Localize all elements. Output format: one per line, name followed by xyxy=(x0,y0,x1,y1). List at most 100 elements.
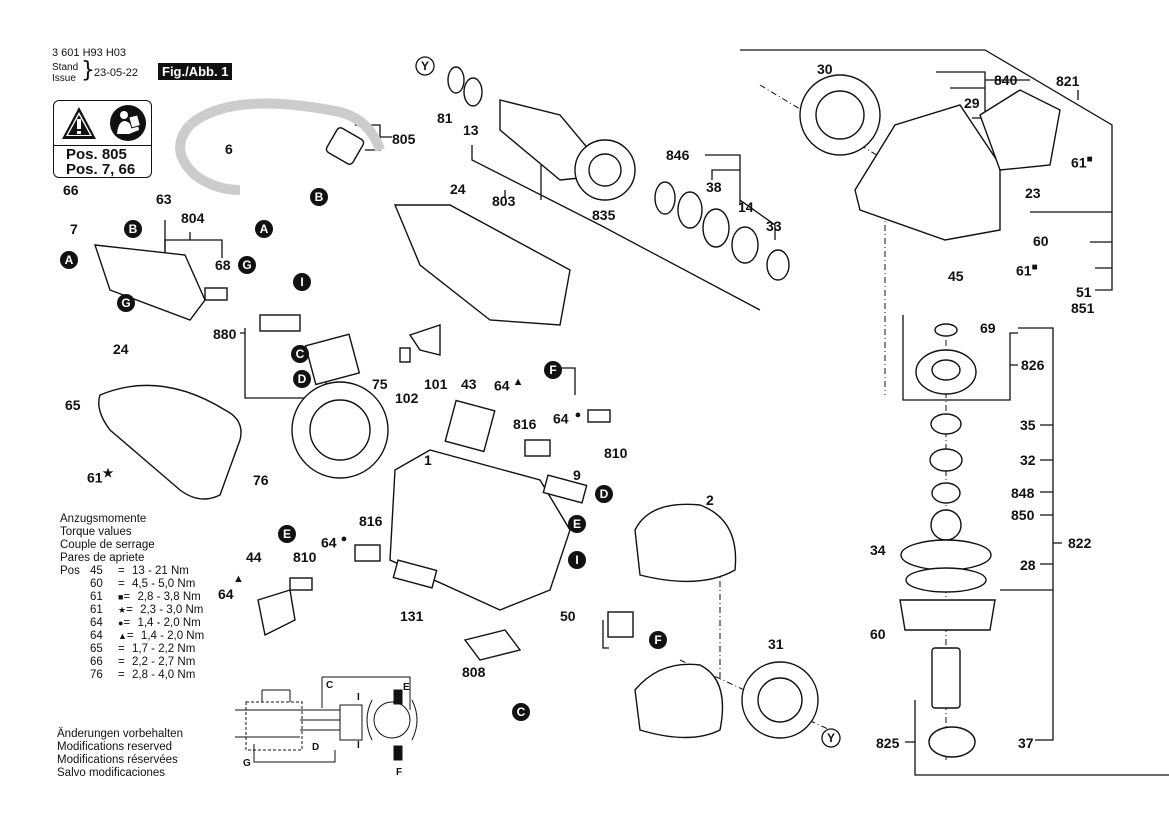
part-label-75: 75 xyxy=(372,376,388,392)
torque-title-de: Anzugsmomente xyxy=(60,513,147,525)
torque-value: 1,4 - 2,0 Nm xyxy=(137,617,201,629)
part-label-24-housing: 24 xyxy=(450,181,466,197)
part-label-37: 37 xyxy=(1018,735,1034,751)
part-label-803: 803 xyxy=(492,193,516,209)
part-label-31: 31 xyxy=(768,636,784,652)
part-label-848: 848 xyxy=(1011,485,1035,501)
torque-pos-prefix xyxy=(60,643,90,656)
torque-pos-prefix xyxy=(60,656,90,669)
torque-equals: = xyxy=(126,604,133,616)
part-label-38: 38 xyxy=(706,179,722,195)
part-label-61-square-a: 61■ xyxy=(1071,154,1093,171)
torque-value: 4,5 - 5,0 Nm xyxy=(132,578,196,590)
part-label-35: 35 xyxy=(1020,417,1036,433)
torque-value: 2,8 - 3,8 Nm xyxy=(137,591,201,603)
part-label-45: 45 xyxy=(948,268,964,284)
issue-label: Issue xyxy=(52,73,76,84)
torque-row: 60=4,5 - 5,0 Nm xyxy=(60,578,221,591)
part-label-2: 2 xyxy=(706,492,714,508)
torque-title-fr: Couple de serrage xyxy=(60,539,155,551)
torque-equals: = xyxy=(118,669,125,681)
leader-lines xyxy=(164,49,1169,776)
torque-title-en: Torque values xyxy=(60,526,132,538)
part-label-816-a: 816 xyxy=(513,416,537,432)
part-label-43: 43 xyxy=(461,376,477,392)
part-label-835: 835 xyxy=(592,207,616,223)
part-label-24-handle: 24 xyxy=(113,341,129,357)
part-label-68: 68 xyxy=(215,257,231,273)
part-label-65: 65 xyxy=(65,397,81,413)
part-label-816-b: 816 xyxy=(359,513,383,529)
torque-pos-number: 65 xyxy=(90,643,103,655)
part-label-32: 32 xyxy=(1020,452,1036,468)
part-label-101: 101 xyxy=(424,376,448,392)
part-label-825: 825 xyxy=(876,735,900,751)
torque-equals: = xyxy=(123,617,131,629)
part-label-28: 28 xyxy=(1020,557,1036,573)
part-label-851: 851 xyxy=(1071,300,1095,316)
read-manual-icon xyxy=(110,105,146,141)
torque-row: 66=2,2 - 2,7 Nm xyxy=(60,656,221,669)
wiring-diagram xyxy=(235,676,418,763)
part-label-30: 30 xyxy=(817,61,833,77)
part-label-61-square-b: 61■ xyxy=(1016,262,1038,279)
torque-row: 76=2,8 - 4,0 Nm xyxy=(60,669,221,682)
torque-equals: = xyxy=(118,565,125,577)
warning-triangle-icon xyxy=(62,107,96,139)
square-mark: ■ xyxy=(1086,154,1093,165)
part-label-29: 29 xyxy=(964,95,980,111)
part-label-805: 805 xyxy=(392,131,416,147)
torque-mark: ■ xyxy=(118,592,124,602)
torque-row: 61★=2,3 - 3,0 Nm xyxy=(60,604,221,617)
modifications-en: Modifications reserved xyxy=(57,741,173,753)
modifications-de: Änderungen vorbehalten xyxy=(57,728,183,740)
warning-line-1: Pos. 805 xyxy=(66,146,127,163)
part-label-69: 69 xyxy=(980,320,996,336)
torque-pos-number: 61 xyxy=(90,591,103,603)
torque-mark: ▲ xyxy=(118,631,127,641)
torque-pos-number: 45 xyxy=(90,565,103,577)
torque-pos-number: 64 xyxy=(90,617,103,629)
torque-pos-prefix xyxy=(60,617,90,630)
warning-divider xyxy=(54,145,151,146)
torque-title-es: Pares de apriete xyxy=(60,552,145,564)
part-label-51: 51 xyxy=(1076,284,1092,300)
torque-pos-number: 66 xyxy=(90,656,103,668)
part-label-821: 821 xyxy=(1056,73,1080,89)
part-label-64-triangle-b: 64 xyxy=(218,586,234,602)
part-label-840: 840 xyxy=(994,72,1018,88)
part-label-34: 34 xyxy=(870,542,886,558)
part-label-804: 804 xyxy=(181,210,205,226)
part-label-808: 808 xyxy=(462,664,486,680)
torque-values-table: Anzugsmomente Torque values Couple de se… xyxy=(60,513,221,682)
part-label-846: 846 xyxy=(666,147,690,163)
issue-date: 23-05-22 xyxy=(94,67,139,79)
part-label-66: 66 xyxy=(63,182,79,198)
torque-row: 61■=2,8 - 3,8 Nm xyxy=(60,591,221,604)
torque-equals: = xyxy=(118,578,125,590)
part-label-60-a: 60 xyxy=(1033,233,1049,249)
torque-value: 2,2 - 2,7 Nm xyxy=(132,656,196,668)
torque-value: 1,7 - 2,2 Nm xyxy=(132,643,196,655)
torque-mark: ★ xyxy=(118,605,127,615)
torque-equals: = xyxy=(118,643,125,655)
part-label-102: 102 xyxy=(395,390,419,406)
part-label-64-dot-b: 64● xyxy=(321,533,348,551)
torque-pos-prefix xyxy=(60,630,90,643)
part-label-61-star: 61★ xyxy=(87,466,114,486)
part-label-64-triangle-a: 64▲ xyxy=(494,376,524,394)
part-label-850: 850 xyxy=(1011,507,1035,523)
torque-equals: = xyxy=(126,630,134,642)
torque-row: 64▲=1,4 - 2,0 Nm xyxy=(60,630,221,643)
part-label-880: 880 xyxy=(213,326,237,342)
square-mark: ■ xyxy=(1031,262,1038,273)
part-label-33: 33 xyxy=(766,218,782,234)
torque-pos-prefix: Pos xyxy=(60,565,80,577)
part-label-81: 81 xyxy=(437,110,453,126)
torque-value: 13 - 21 Nm xyxy=(132,565,189,577)
part-label-6: 6 xyxy=(225,141,233,157)
brace-glyph: } xyxy=(81,58,95,83)
part-label-60-b: 60 xyxy=(870,626,886,642)
torque-pos-prefix xyxy=(60,578,90,591)
